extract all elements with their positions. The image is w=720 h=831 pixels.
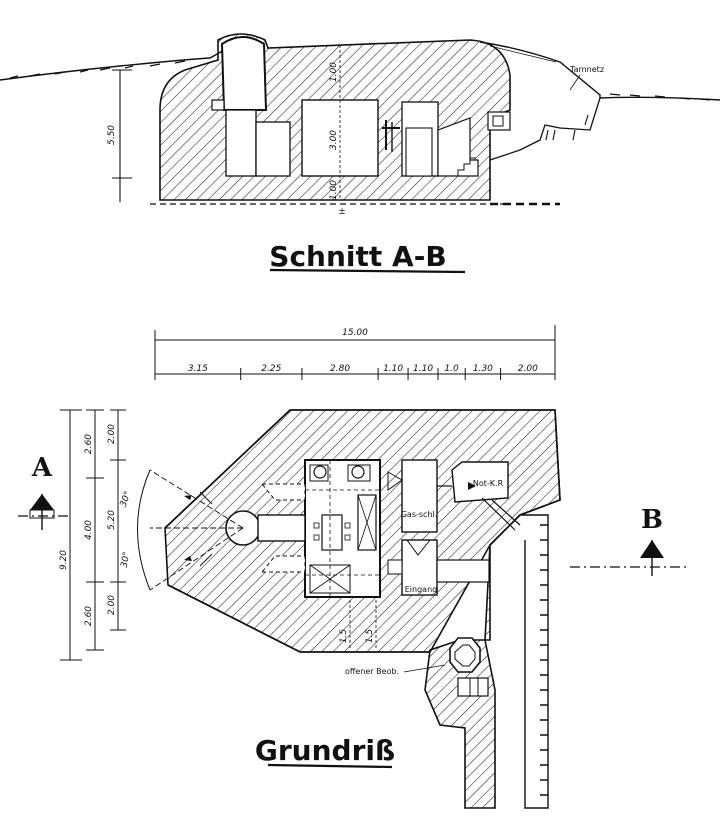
bed: [357, 494, 377, 551]
section-view: 5.50 1.00 3.00 1.00 ± Tarnnetz Schnitt A…: [0, 33, 720, 274]
angle-label-top: 30°: [119, 490, 134, 508]
room-left: [225, 109, 257, 177]
entrance-label: Eingang: [405, 585, 437, 594]
room-mid-left: [255, 121, 291, 177]
segment-label: 1.0: [444, 364, 459, 374]
trench-wall-texture: [540, 524, 548, 796]
trench-slope: [489, 97, 601, 161]
segment-label: 2.25: [261, 364, 281, 374]
camouflage-label: Tarnnetz: [569, 65, 604, 74]
section-marker-b: B: [641, 505, 663, 535]
air-vent: [487, 111, 511, 131]
vertical-inner-label-1: 2.00: [107, 424, 117, 444]
gas-lock-room: [401, 459, 438, 533]
stove-2: [351, 465, 365, 479]
vertical-inner-label-2: 5.20: [107, 510, 117, 530]
vertical-outer-label: 9.20: [59, 550, 69, 570]
gas-lock-label: Gas-schl.: [401, 510, 438, 519]
small-dim-1: 1.5: [339, 629, 349, 644]
cupola-passage: [257, 514, 306, 542]
entrance-room: [401, 539, 438, 596]
segment-label: 3.15: [188, 364, 208, 374]
vertical-mid-label-1: 2.60: [84, 434, 94, 454]
vertical-mid-label-3: 2.60: [84, 606, 94, 626]
angle-label-bottom: 30°: [120, 551, 133, 568]
segment-label: 1.10: [413, 364, 433, 374]
trench-texture: [545, 114, 589, 141]
height-total-label: 5.50: [107, 125, 117, 145]
ground-line-right: [479, 41, 720, 101]
stair-lines: [457, 157, 476, 176]
dome-step: [211, 99, 225, 111]
segment-label: 2.00: [518, 364, 538, 374]
ground-texture-left: [9, 60, 186, 79]
table: [321, 514, 343, 551]
vertical-mid-label-2: 4.00: [84, 520, 94, 540]
air-vent-inner: [492, 115, 504, 127]
emergency-exit-room: [451, 461, 509, 503]
floor-mark-label: ±: [338, 207, 346, 217]
segment-label: 1.10: [383, 364, 403, 374]
embrasure-recess: [260, 483, 306, 501]
emergency-exit-label: Not-K.R: [473, 479, 504, 488]
ground-texture-right: [609, 93, 711, 101]
section-title: Schnitt A-B: [269, 240, 446, 273]
plan-title: Grundriß: [255, 734, 395, 767]
trench-wall: [520, 514, 549, 809]
segment-label: 1.30: [473, 364, 493, 374]
field-of-view-arc: [137, 469, 151, 591]
observation-label: offener Beob.: [345, 667, 399, 676]
room-right-door: [405, 127, 433, 177]
height-floor-label: 1.00: [329, 180, 339, 200]
height-upper-label: 1.00: [329, 62, 339, 82]
segment-label: 2.80: [330, 364, 350, 374]
section-title-underline: [269, 268, 466, 274]
observation-post: [449, 637, 481, 673]
section-marker-a: A: [31, 453, 53, 483]
segment-labels: 3.15 2.25 2.80 1.10 1.10 1.0 1.30 2.00: [188, 364, 538, 374]
small-dim-2: 1.5: [365, 629, 375, 644]
entrance-steps: [437, 117, 479, 177]
segment-ticks: [154, 368, 556, 380]
observation-dome: [220, 36, 268, 111]
plan-view: 15.00 3.15 2.25 2.80 1.10 1.10 1.0 1.30 2.00 9.…: [18, 325, 690, 809]
plan-title-underline: [267, 763, 393, 769]
stove-1: [313, 465, 327, 479]
height-room-label: 3.00: [329, 130, 339, 150]
vertical-inner-label-3: 2.00: [107, 595, 117, 615]
overall-width-label: 15.00: [342, 328, 368, 338]
